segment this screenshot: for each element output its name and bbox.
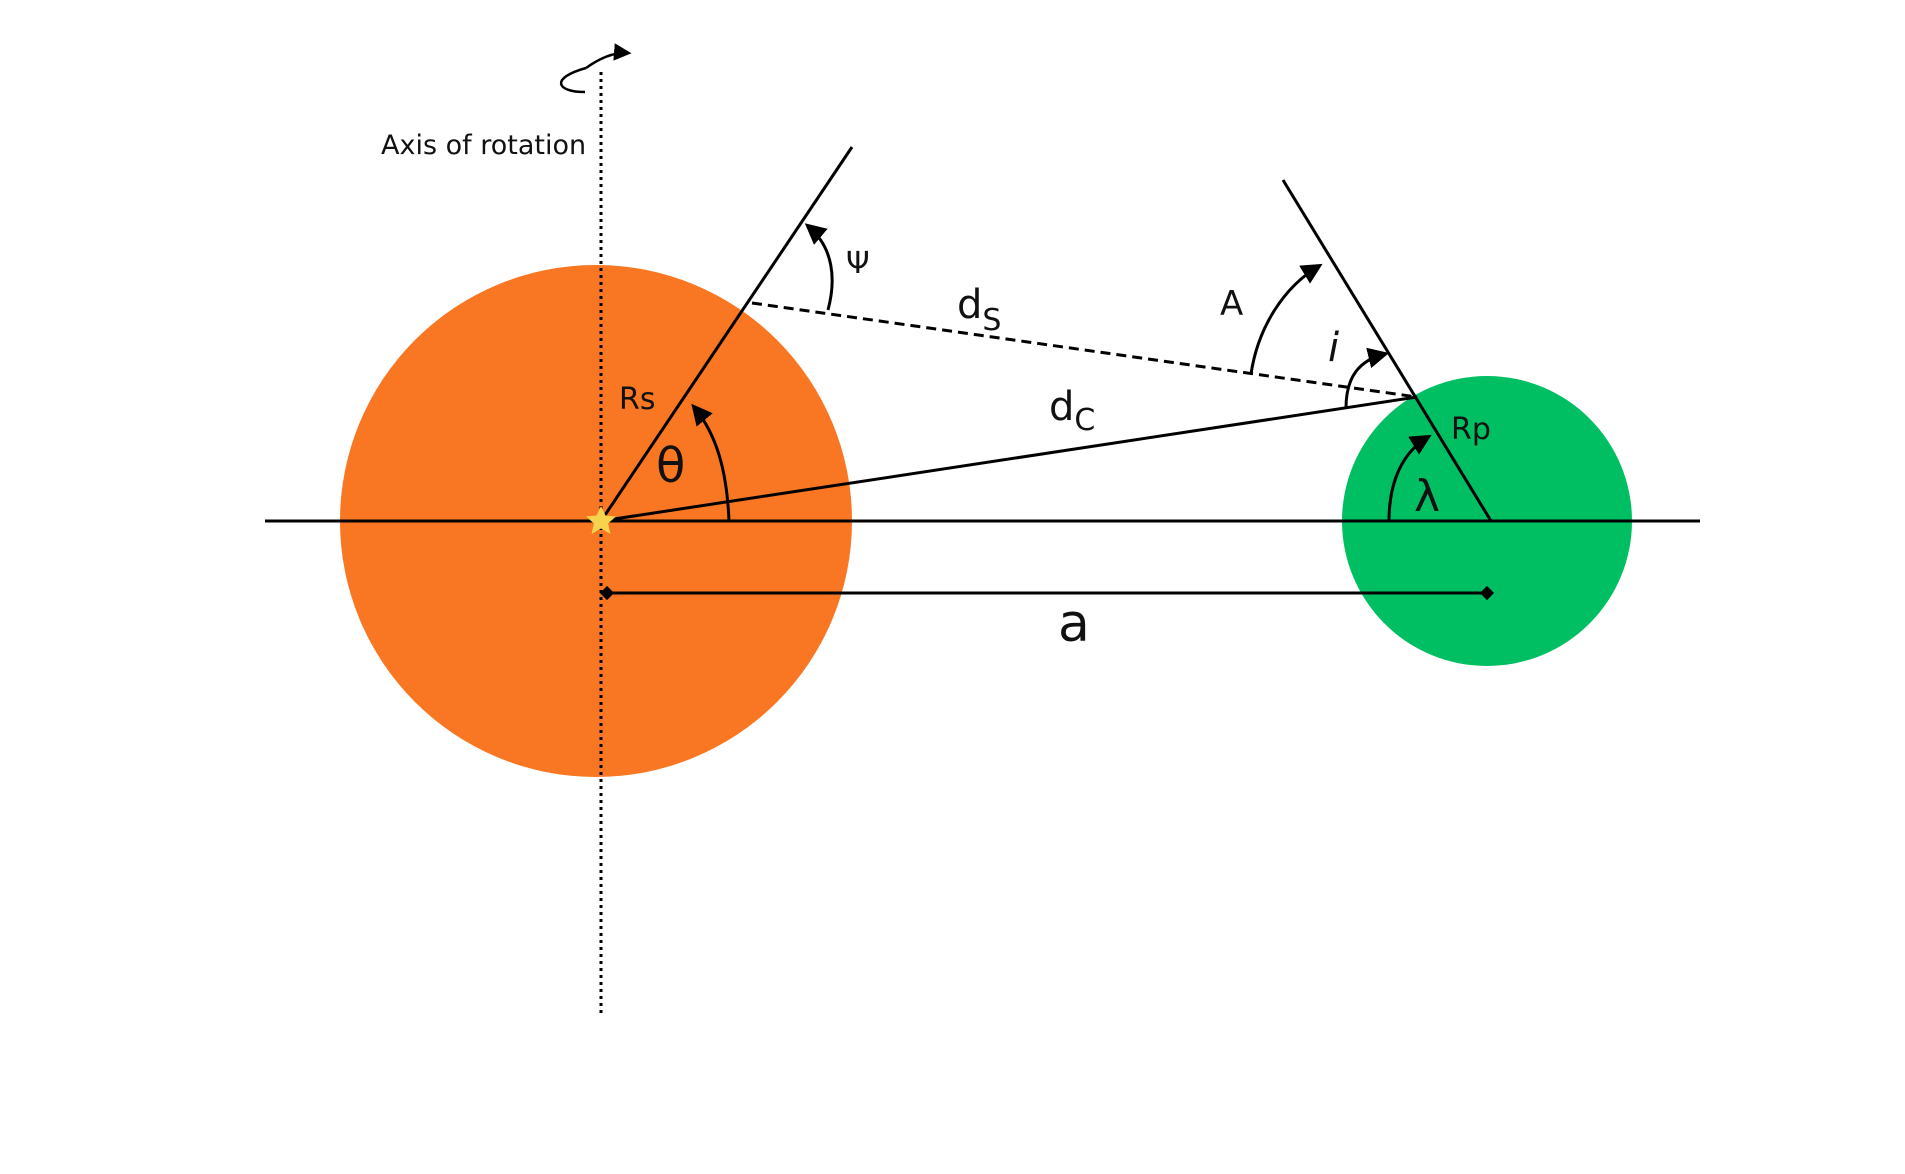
- i-angle-label: i: [1328, 325, 1339, 371]
- star-radius-line: [599, 146, 854, 522]
- dc-subscript: C: [1074, 403, 1095, 438]
- dc-label: dC: [1049, 384, 1095, 438]
- a-angle-arc: [1249, 263, 1323, 375]
- theta-arc: [691, 403, 731, 522]
- axis-of-rotation-label: Axis of rotation: [381, 130, 586, 161]
- separation-endpoint-left: [599, 585, 615, 601]
- psi-arc: [804, 223, 834, 311]
- rp-label: Rp: [1451, 412, 1491, 447]
- ds-subscript: S: [982, 303, 1001, 338]
- a-angle-label: A: [1220, 284, 1243, 324]
- rs-label: Rs: [619, 382, 655, 417]
- separation-label: a: [1058, 594, 1090, 654]
- dc-main: d: [1049, 384, 1074, 430]
- star-center-icon: [586, 506, 616, 534]
- separation-endpoint-right: [1479, 585, 1495, 601]
- lambda-label: λ: [1414, 471, 1440, 522]
- lambda-arc: [1387, 434, 1432, 522]
- i-angle-arc: [1344, 347, 1390, 409]
- dc-line: [600, 395, 1418, 523]
- psi-label: Ψ: [846, 246, 870, 281]
- ds-main: d: [957, 282, 982, 328]
- theta-label: θ: [656, 438, 685, 494]
- ds-label: dS: [957, 282, 1001, 338]
- ds-dashed-line: [751, 301, 1418, 399]
- rotation-arrow-icon: [559, 53, 628, 94]
